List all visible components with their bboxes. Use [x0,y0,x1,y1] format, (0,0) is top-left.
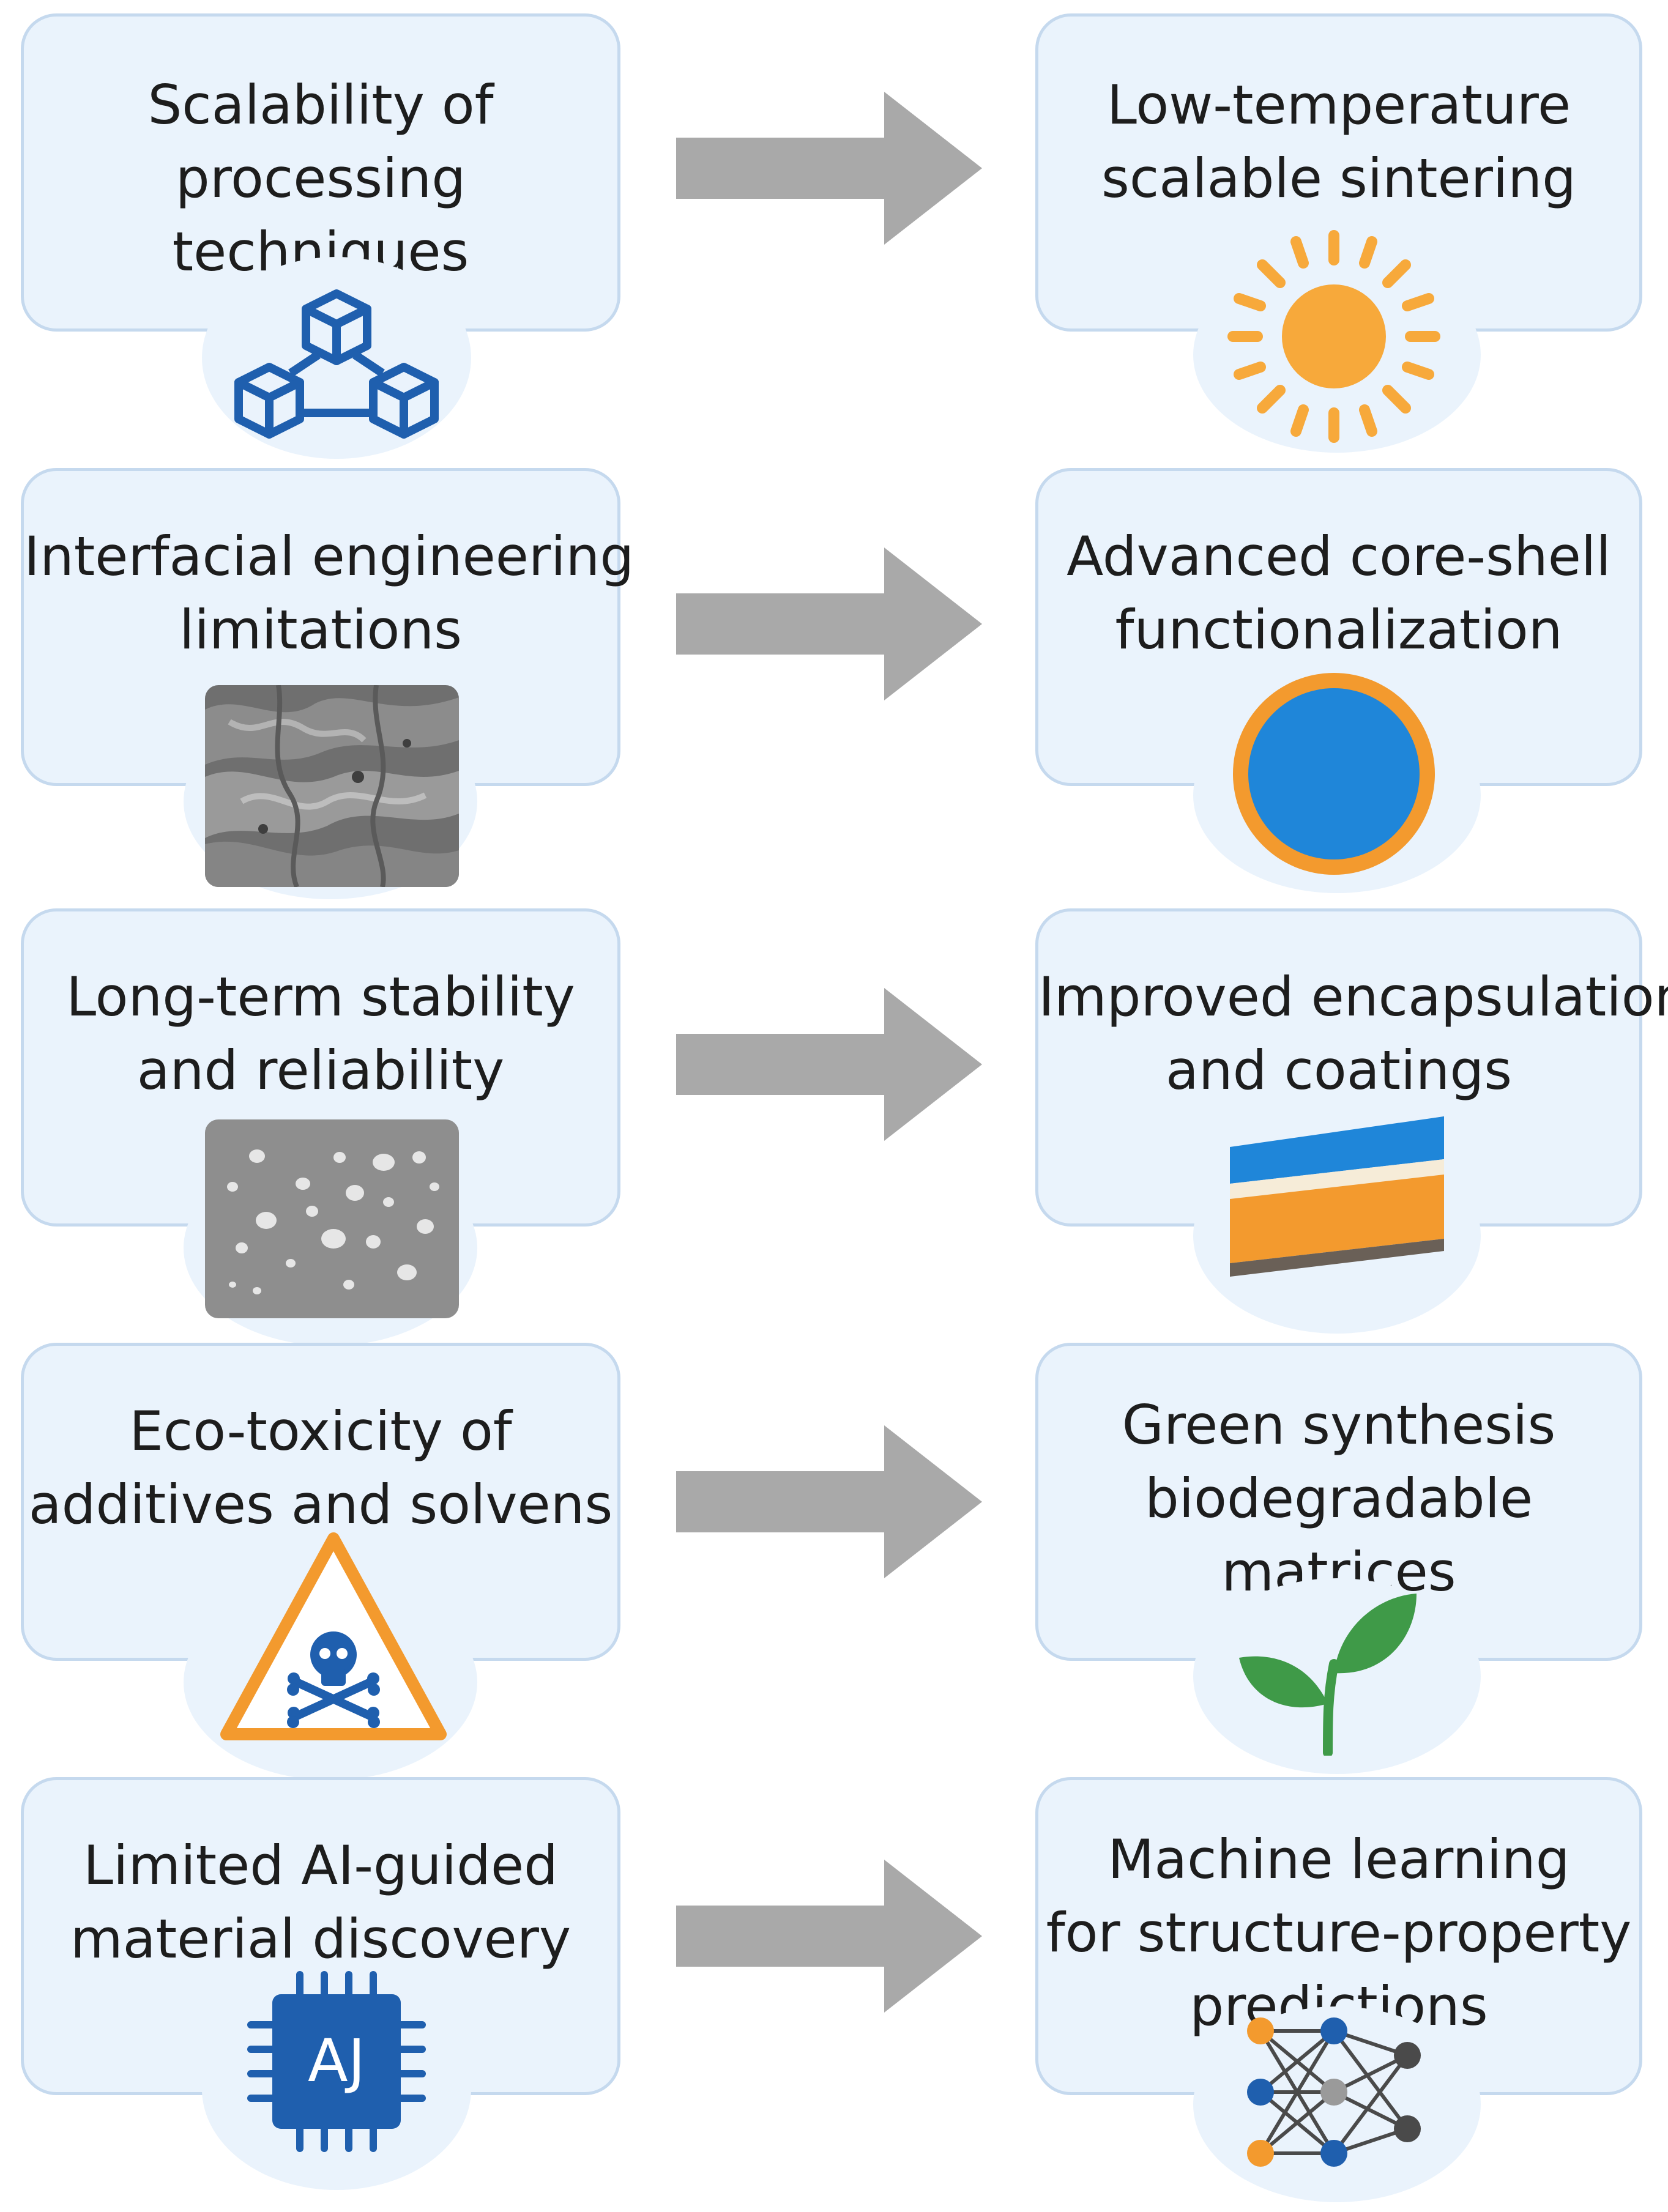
ai-chip-label: AJ [308,2027,365,2095]
challenge-text-line: Interfacial engineering [24,525,635,588]
challenge-text-line: Limited AI-guided [83,1834,558,1897]
challenge-text-line: processing [175,147,466,210]
solution-text-line: Low-temperature [1106,73,1571,136]
solution-text-line: Advanced core-shell [1067,525,1611,588]
solution-text-line: Green synthesis [1122,1394,1556,1457]
arrow-row-1 [676,92,982,245]
solution-text-line: Machine learning [1108,1828,1570,1891]
challenge-text-line: limitations [179,598,462,661]
layered-coating-icon [1230,1116,1444,1277]
arrow-row-5 [676,1860,982,2013]
challenge-text-line: Scalability of [147,73,494,136]
challenge-text-line: Long-term stability [66,965,575,1028]
toxic-warning-icon [220,1532,447,1740]
arrow-row-4 [676,1425,982,1578]
arrow-row-2 [676,547,982,700]
challenge-card-stability: Long-term stability and reliability [21,908,620,1227]
solution-card-green-synthesis-bump [1193,1578,1481,1774]
neural-network-icon [1247,2017,1421,2167]
solution-text-line: scalable sintering [1101,147,1576,210]
arrow-row-3 [676,988,982,1141]
challenge-text-line: Eco-toxicity of [129,1400,512,1463]
solution-text-line: Improved encapsulation [1038,965,1668,1028]
challenge-text-line: material discovery [70,1907,572,1970]
challenge-text-line: and reliability [136,1039,505,1102]
sem-micrograph-icon [205,685,459,887]
solution-text-line: functionalization [1115,598,1563,661]
cubes-network-icon [234,289,439,439]
degraded-surface-micrograph-icon [205,1119,459,1318]
solution-card-core-shell: Advanced core-shell functionalization [1035,468,1642,786]
solution-text-line: for structure-property [1046,1901,1632,1964]
core-shell-particle-icon [1233,673,1435,875]
sun-icon [1227,230,1440,443]
solution-text-line: biodegradable [1144,1467,1533,1530]
solution-card-sintering: Low-temperature scalable sintering [1035,13,1642,332]
sprout-icon [1239,1594,1417,1756]
ai-chip-icon: AJ [247,1971,426,2152]
solution-text-line: and coatings [1165,1039,1513,1102]
challenge-text-line: additives and solvens [28,1473,613,1536]
